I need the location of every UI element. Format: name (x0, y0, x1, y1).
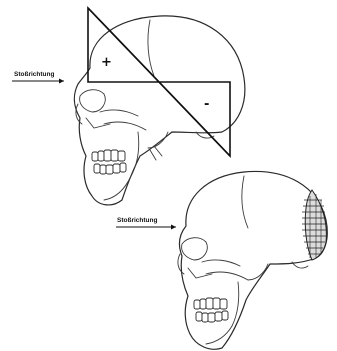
top-skull-panel: + - Stoßrichtung (12, 8, 245, 205)
bottom-skull-panel: Stoßrichtung (116, 171, 327, 349)
top-direction-label: Stoßrichtung (14, 71, 54, 78)
positive-pressure-sign: + (101, 55, 112, 70)
bottom-arrow-head (171, 225, 176, 230)
bottom-lower-teeth (196, 311, 228, 322)
bottom-skull-outline (179, 171, 327, 349)
negative-pressure-sign: - (204, 97, 209, 112)
top-lower-teeth (94, 163, 126, 174)
top-arrow-head (59, 79, 64, 84)
top-skull-outline (74, 16, 245, 205)
bottom-direction-label: Stoßrichtung (117, 217, 157, 224)
